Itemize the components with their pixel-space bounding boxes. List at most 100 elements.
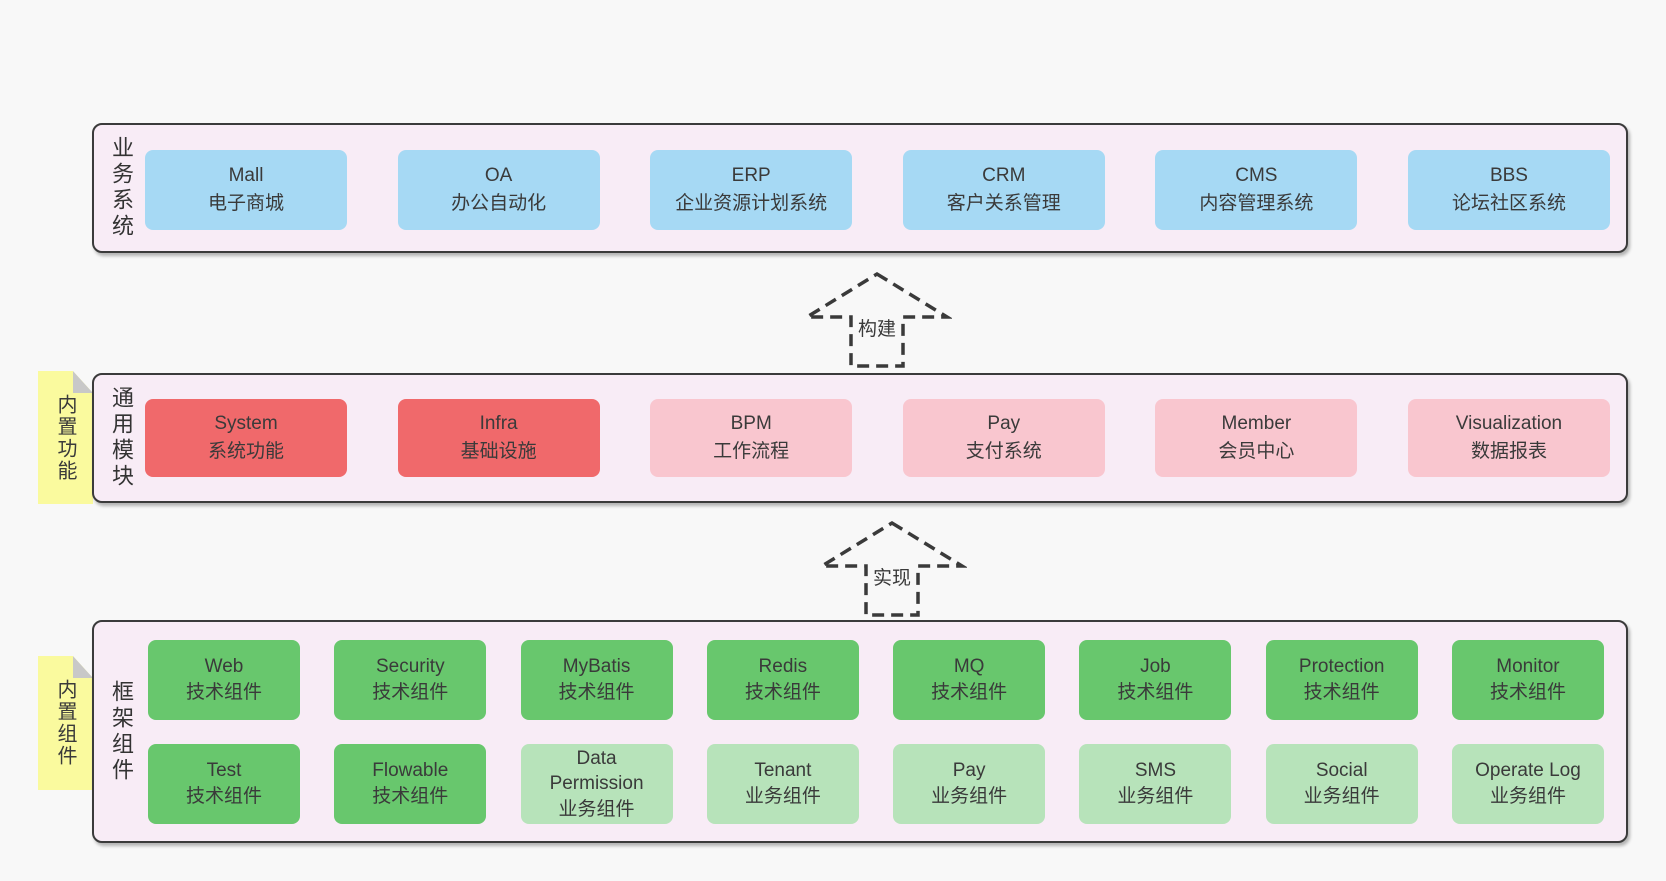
box-subtitle: 业务组件 — [1303, 786, 1380, 807]
box-title: OA — [484, 164, 513, 186]
box-title: Test — [206, 760, 242, 782]
box-system: System 系统功能 — [145, 399, 347, 477]
box-monitor: Monitor 技术组件 — [1451, 640, 1604, 720]
box-job: Job 技术组件 — [1079, 640, 1232, 720]
box-title: ERP — [731, 164, 771, 186]
box-title: CRM — [982, 164, 1026, 186]
folded-corner — [73, 371, 93, 393]
box-web: Web 技术组件 — [148, 640, 300, 720]
box-title: Flowable — [372, 760, 449, 782]
box-cms: CMS 内容管理系统 — [1155, 150, 1358, 230]
box-subtitle: 客户关系管理 — [946, 193, 1061, 214]
box-operate-log: Operate Log 业务组件 — [1451, 744, 1604, 824]
box-subtitle: 技术组件 — [1117, 682, 1194, 703]
box-test: Test 技术组件 — [148, 744, 300, 824]
box-title: Operate Log — [1475, 760, 1581, 782]
box-subtitle: 业务组件 — [558, 798, 635, 820]
box-pay-component: Pay 业务组件 — [893, 744, 1046, 824]
box-subtitle: 技术组件 — [931, 682, 1008, 703]
sticky-note-built-in-features: 内置功能 — [38, 371, 93, 504]
box-subtitle: 技术组件 — [185, 786, 262, 807]
box-infra: Infra 基础设施 — [397, 399, 600, 477]
sticky-note-label: 内置功能 — [54, 393, 76, 482]
box-title: Tenant — [754, 760, 812, 782]
box-tenant: Tenant 业务组件 — [706, 744, 859, 824]
box-title: Redis — [758, 656, 808, 678]
dashed-up-arrow-icon — [802, 271, 952, 368]
sticky-note-built-in-components: 内置组件 — [38, 656, 93, 790]
box-member: Member 会员中心 — [1155, 399, 1358, 477]
framework-box-row-2: Test 技术组件 Flowable 技术组件 Data Permission … — [148, 744, 1604, 824]
box-flowable: Flowable 技术组件 — [334, 744, 487, 824]
box-subtitle: 业务组件 — [1117, 786, 1194, 807]
box-protection: Protection 技术组件 — [1265, 640, 1418, 720]
box-title: MyBatis — [562, 656, 631, 678]
box-title: System — [214, 412, 278, 434]
box-subtitle: 技术组件 — [558, 682, 635, 703]
box-subtitle: 技术组件 — [372, 682, 449, 703]
layer-label-common-modules: 通用模块 — [109, 386, 134, 490]
box-subtitle: 技术组件 — [1303, 682, 1380, 703]
box-subtitle: 技术组件 — [744, 682, 821, 703]
box-title: Job — [1140, 656, 1171, 678]
box-subtitle: 业务组件 — [1489, 786, 1566, 807]
box-visualization: Visualization 数据报表 — [1407, 399, 1610, 477]
box-oa: OA 办公自动化 — [397, 150, 600, 230]
box-subtitle: 电子商城 — [207, 193, 284, 214]
box-title: BPM — [730, 412, 772, 434]
box-title: BBS — [1489, 164, 1528, 186]
box-title: Pay — [987, 412, 1021, 434]
box-subtitle: 企业资源计划系统 — [675, 193, 828, 214]
modules-box-row: System 系统功能 Infra 基础设施 BPM 工作流程 Pay 支付系统… — [145, 399, 1610, 477]
box-subtitle: 支付系统 — [965, 441, 1042, 462]
box-title: Protection — [1298, 656, 1385, 678]
box-title: Web — [204, 656, 244, 678]
box-pay-module: Pay 支付系统 — [902, 399, 1105, 477]
box-title: Monitor — [1496, 656, 1560, 678]
box-social: Social 业务组件 — [1265, 744, 1418, 824]
folded-corner — [73, 656, 93, 678]
box-data-permission: Data Permission 业务组件 — [520, 744, 673, 824]
business-box-row: Mall 电子商城 OA 办公自动化 ERP 企业资源计划系统 CRM 客户关系… — [145, 150, 1610, 230]
arrow-build-label: 构建 — [854, 314, 900, 341]
box-mq: MQ 技术组件 — [893, 640, 1046, 720]
box-bbs: BBS 论坛社区系统 — [1407, 150, 1610, 230]
box-subtitle: 技术组件 — [185, 682, 262, 703]
box-subtitle: 技术组件 — [372, 786, 449, 807]
box-subtitle: 论坛社区系统 — [1451, 193, 1566, 214]
layer-label-business-systems: 业务系统 — [109, 136, 134, 240]
dashed-up-arrow-icon — [817, 520, 967, 617]
layer-common-modules: 通用模块 System 系统功能 Infra 基础设施 BPM 工作流程 Pay… — [92, 373, 1628, 503]
framework-box-row-1: Web 技术组件 Security 技术组件 MyBatis 技术组件 Redi… — [148, 640, 1604, 720]
box-subtitle: 基础设施 — [460, 441, 537, 462]
box-subtitle: 内容管理系统 — [1199, 193, 1314, 214]
box-title: Mall — [228, 164, 264, 186]
box-subtitle: 业务组件 — [931, 786, 1008, 807]
box-subtitle: 办公自动化 — [451, 193, 547, 214]
box-mybatis: MyBatis 技术组件 — [520, 640, 673, 720]
layer-business-systems: 业务系统 Mall 电子商城 OA 办公自动化 ERP 企业资源计划系统 CRM… — [92, 123, 1628, 253]
arrow-implement-label: 实现 — [869, 563, 915, 590]
box-title: Visualization — [1455, 412, 1563, 434]
box-redis: Redis 技术组件 — [706, 640, 859, 720]
box-title: Pay — [952, 760, 986, 782]
box-title: Data Permission — [549, 747, 644, 795]
box-crm: CRM 客户关系管理 — [902, 150, 1105, 230]
box-title: SMS — [1134, 760, 1176, 782]
box-subtitle: 会员中心 — [1218, 441, 1295, 462]
box-title: Member — [1221, 412, 1292, 434]
box-erp: ERP 企业资源计划系统 — [650, 150, 853, 230]
layer-label-framework-components: 框架组件 — [109, 679, 134, 784]
box-subtitle: 系统功能 — [207, 441, 284, 462]
box-security: Security 技术组件 — [334, 640, 487, 720]
layer-framework-components: 框架组件 Web 技术组件 Security 技术组件 MyBatis 技术组件… — [92, 620, 1628, 843]
box-title: Social — [1315, 760, 1368, 782]
box-subtitle: 业务组件 — [744, 786, 821, 807]
box-sms: SMS 业务组件 — [1079, 744, 1232, 824]
box-title: MQ — [953, 656, 985, 678]
sticky-note-label: 内置组件 — [54, 679, 76, 767]
box-bpm: BPM 工作流程 — [650, 399, 853, 477]
box-subtitle: 工作流程 — [713, 441, 790, 462]
arrow-build: 构建 — [802, 270, 952, 370]
